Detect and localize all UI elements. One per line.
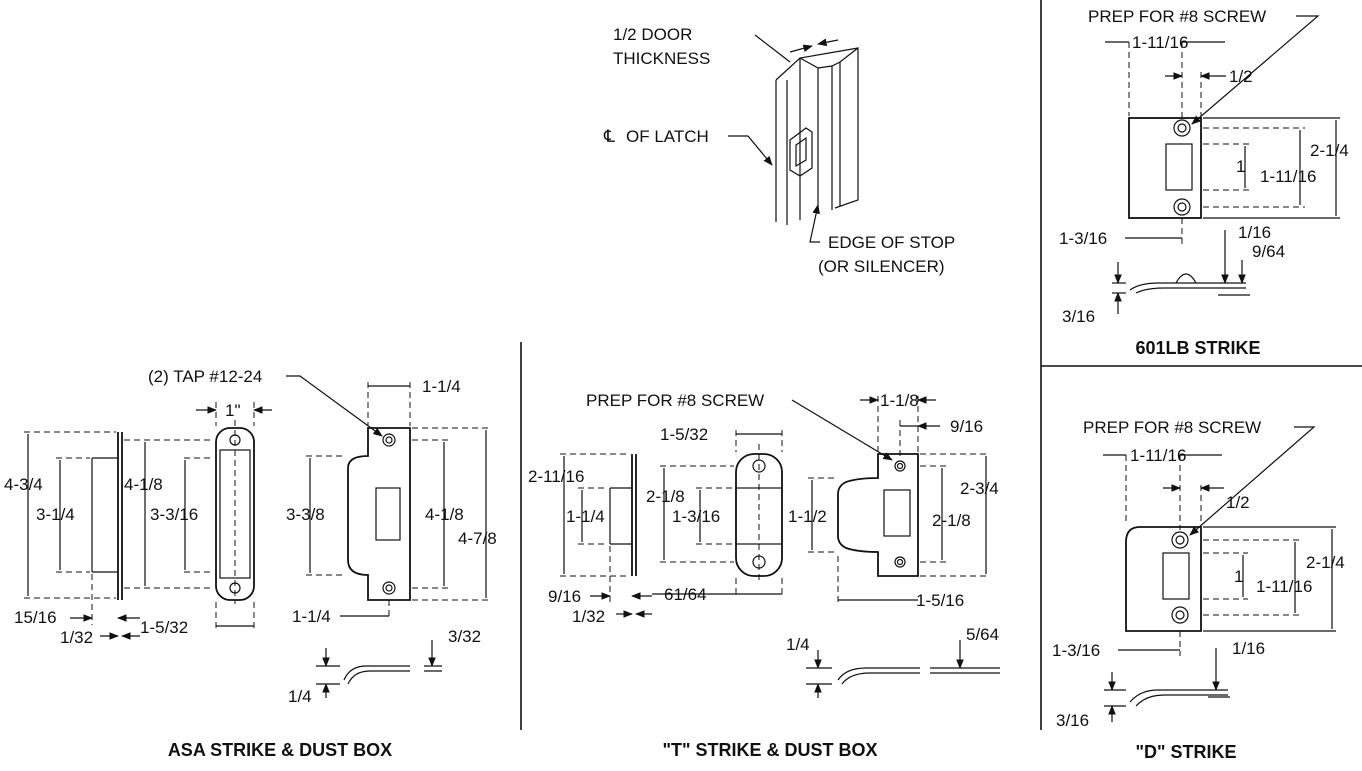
asa-dim-strike-lip-height: 3-3/8 bbox=[286, 505, 325, 524]
d-strike-plate bbox=[1125, 526, 1202, 632]
t-dim-strike-width: 1-1/8 bbox=[880, 391, 919, 410]
601lb-prep-label: PREP FOR #8 SCREW bbox=[1088, 7, 1266, 26]
t-dim-flange: 1/32 bbox=[572, 607, 605, 626]
asa-dim-strike-holes: 4-1/8 bbox=[425, 505, 464, 524]
t-strike-plate bbox=[837, 453, 919, 577]
t-prep-label: PREP FOR #8 SCREW bbox=[586, 391, 764, 410]
asa-dim-thick: 3/32 bbox=[448, 627, 481, 646]
asa-dim-strike-total: 4-7/8 bbox=[458, 529, 497, 548]
d-strike-prep-label: PREP FOR #8 SCREW bbox=[1083, 418, 1261, 437]
601lb-dim-thick-b: 9/64 bbox=[1252, 242, 1285, 261]
t-strike-opening bbox=[883, 489, 911, 537]
t-dim-box-height: 2-11/16 bbox=[528, 467, 584, 486]
t-dim-strike-lip-height: 1-1/2 bbox=[788, 507, 827, 526]
601lb-screw-bottom bbox=[1173, 198, 1191, 216]
t-dim-box-inner: 1-1/4 bbox=[566, 507, 605, 526]
asa-dim-box-depth: 15/16 bbox=[14, 608, 57, 627]
d-strike-dim-height-holes: 1-11/16 bbox=[1256, 577, 1312, 596]
d-strike-opening bbox=[1162, 552, 1190, 600]
asa-dim-plate-inner: 3-3/16 bbox=[150, 505, 198, 524]
centerline-symbol: ℄ bbox=[603, 127, 615, 146]
t-dim-thick-a: 1/4 bbox=[786, 635, 810, 654]
asa-title: ASA STRIKE & DUST BOX bbox=[168, 740, 392, 760]
stop-label-1: EDGE OF STOP bbox=[828, 233, 955, 252]
door-thickness-label-1: 1/2 DOOR bbox=[613, 25, 692, 44]
asa-strike-plate bbox=[347, 427, 411, 601]
asa-strike-opening bbox=[375, 487, 401, 541]
t-title: "T" STRIKE & DUST BOX bbox=[662, 740, 877, 760]
d-strike-title: "D" STRIKE bbox=[1135, 742, 1236, 762]
asa-dim-plate-base: 1-5/32 bbox=[140, 618, 188, 637]
601lb-dim-height-total: 2-1/4 bbox=[1310, 141, 1349, 160]
latch-leader bbox=[747, 135, 773, 166]
stop-label-2: (OR SILENCER) bbox=[818, 257, 945, 276]
t-box-flange bbox=[631, 454, 637, 576]
asa-dim-plate-width: 1" bbox=[225, 401, 241, 420]
601lb-dim-width: 1-11/16 bbox=[1132, 33, 1188, 52]
d-strike-dim-drop: 3/16 bbox=[1056, 711, 1089, 730]
d-strike-dim-lip: 1-3/16 bbox=[1052, 641, 1100, 660]
d-strike-dim-opening: 1 bbox=[1234, 567, 1243, 586]
d-strike-dim-thick: 1/16 bbox=[1232, 639, 1265, 658]
d-strike-screw-bottom bbox=[1171, 606, 1189, 624]
t-dim-strike-total: 2-3/4 bbox=[960, 479, 999, 498]
door-edge-detail: 1/2 DOOR THICKNESS ℄ OF LATCH EDGE OF ST… bbox=[603, 25, 955, 276]
panel-dividers bbox=[520, 0, 1362, 730]
asa-dim-flange: 1/32 bbox=[60, 628, 93, 647]
t-dim-plate-width: 1-5/32 bbox=[660, 425, 708, 444]
latch-label: OF LATCH bbox=[626, 127, 709, 146]
601lb-dim-opening: 1 bbox=[1236, 157, 1245, 176]
asa-dim-plate-height: 4-1/8 bbox=[124, 475, 163, 494]
601lb-screw-top bbox=[1173, 119, 1191, 137]
601lb-dim-offset: 1/2 bbox=[1229, 67, 1253, 86]
asa-strike-group: 4-3/4 3-1/4 15/16 1/32 4-1/8 3-3/16 1" 1… bbox=[4, 367, 497, 760]
t-dim-box-depth: 9/16 bbox=[548, 587, 581, 606]
601lb-dim-lip: 1-3/16 bbox=[1059, 229, 1107, 248]
d-strike-dim-offset: 1/2 bbox=[1226, 493, 1250, 512]
door-thickness-leader bbox=[754, 34, 791, 63]
stop-leader bbox=[809, 204, 820, 243]
601lb-dim-drop: 3/16 bbox=[1062, 307, 1095, 326]
asa-dim-box-height: 4-3/4 bbox=[4, 475, 43, 494]
d-strike-dim-width: 1-11/16 bbox=[1130, 446, 1186, 465]
t-dim-plate-height: 2-1/8 bbox=[646, 487, 685, 506]
t-dim-plate-base: 61/64 bbox=[664, 585, 707, 604]
601lb-dim-thick-a: 1/16 bbox=[1238, 223, 1271, 242]
strike-d: PREP FOR #8 SCREW 1-11/16 1/2 2-1/4 1-11… bbox=[1052, 418, 1345, 762]
601lb-opening bbox=[1165, 143, 1193, 191]
t-dim-plate-inner: 1-3/16 bbox=[672, 507, 720, 526]
asa-tap-label: (2) TAP #12-24 bbox=[148, 367, 262, 386]
asa-dim-strike-lip: 1-1/4 bbox=[292, 607, 331, 626]
d-strike-dim-height-total: 2-1/4 bbox=[1306, 553, 1345, 572]
t-dim-thick-b: 5/64 bbox=[966, 625, 999, 644]
door-thickness-label-2: THICKNESS bbox=[613, 49, 710, 68]
t-dim-strike-lip: 1-5/16 bbox=[916, 591, 964, 610]
strike-601lb: PREP FOR #8 SCREW 1-11/16 1/2 2-1/4 1-11… bbox=[1059, 7, 1349, 358]
t-dim-strike-holes: 2-1/8 bbox=[932, 511, 971, 530]
t-dim-strike-right: 9/16 bbox=[950, 417, 983, 436]
asa-dim-box-inner: 3-1/4 bbox=[36, 505, 75, 524]
asa-dim-strike-width: 1-1/4 bbox=[422, 377, 461, 396]
asa-box-flange bbox=[117, 432, 123, 600]
601lb-dim-height-holes: 1-11/16 bbox=[1260, 167, 1316, 186]
601lb-title: 601LB STRIKE bbox=[1135, 338, 1260, 358]
601lb-plate bbox=[1128, 117, 1202, 219]
d-strike-screw-top bbox=[1171, 531, 1189, 549]
asa-dim-offset: 1/4 bbox=[288, 687, 312, 706]
t-strike-group: 2-11/16 1-1/4 9/16 1/32 1-5/32 2-1/8 1-3… bbox=[528, 391, 1000, 760]
